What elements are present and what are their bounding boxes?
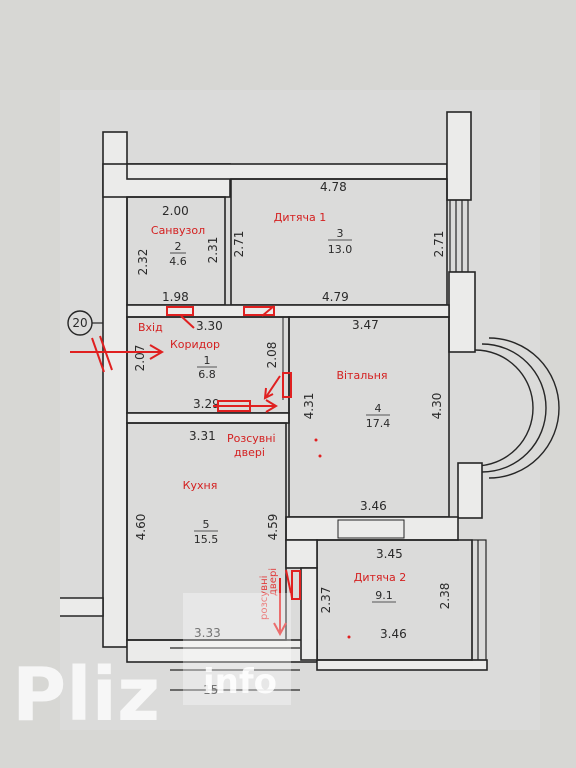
sliding-door-label-1b: двері (234, 446, 265, 459)
room-area-living: 17.4 (366, 417, 391, 430)
dimension: 3.33 (194, 626, 221, 640)
room-number-corridor: 1 (204, 354, 211, 367)
window-child1 (449, 199, 469, 273)
dimension: 3.31 (189, 429, 216, 443)
room-name-child2: Дитяча 2 (354, 571, 407, 584)
dimension: 3.47 (352, 318, 379, 332)
watermark-logo: Pliz info (12, 593, 291, 738)
annotations (70, 305, 301, 637)
dimension: 3.46 (380, 627, 407, 641)
dimension: 3.46 (360, 499, 387, 513)
room-name-bathroom: Санвузол (151, 224, 205, 237)
dimension: 3.30 (196, 319, 223, 333)
room-area-corridor: 6.8 (198, 368, 216, 381)
room-area-kitchen: 15.5 (194, 533, 219, 546)
dimension: 4.59 (266, 514, 280, 541)
room-number-bathroom: 2 (175, 240, 182, 253)
dimension: 2.00 (162, 204, 189, 218)
room-child1: Дитяча 1 3 13.0 (274, 211, 353, 256)
dimension: 1.98 (162, 290, 189, 304)
dimension: 2.71 (432, 231, 446, 258)
room-number-child1: 3 (337, 227, 344, 240)
room-number-living: 4 (375, 402, 382, 415)
room-name-corridor: Коридор (170, 338, 220, 351)
room-child2: Дитяча 2 9.1 (354, 571, 407, 603)
interior-walls (126, 178, 473, 661)
dimension: 2.32 (136, 249, 150, 276)
dimension: 2.71 (232, 231, 246, 258)
wall-stub (60, 597, 104, 617)
room-bathroom: Санвузол 2 4.6 (151, 224, 205, 268)
dimension: 4.60 (134, 514, 148, 541)
room-name-child1: Дитяча 1 (274, 211, 327, 224)
entrance-label: Вхід (138, 321, 163, 334)
room-area-child1: 13.0 (328, 243, 353, 256)
dimension: 4.31 (302, 393, 316, 420)
sliding-door-label-1: Розсувні (227, 432, 276, 445)
room-number-kitchen: 5 (203, 518, 210, 531)
dimension: 15 (203, 683, 218, 697)
svg-text:20: 20 (72, 316, 87, 330)
sliding-door-label-2b: двері (267, 568, 279, 596)
dimension: 4.78 (320, 180, 347, 194)
dimension: 4.30 (430, 393, 444, 420)
dimension: 2.07 (133, 345, 147, 372)
dimension: 2.31 (206, 237, 220, 264)
dimension: 2.08 (265, 342, 279, 369)
dimension: 2.38 (438, 583, 452, 610)
axis-marker: 20 (67, 310, 103, 336)
room-name-living: Вітальня (336, 369, 387, 382)
bay-window (474, 337, 560, 479)
watermark-info: info (203, 662, 277, 702)
watermark-main: Pliz (12, 652, 160, 738)
dimension: 4.79 (322, 290, 349, 304)
sliding-door-label-2: розсувні (258, 576, 270, 620)
room-area-bathroom: 4.6 (169, 255, 187, 268)
room-kitchen: Кухня 5 15.5 (183, 479, 219, 546)
dimension: 2.37 (319, 587, 333, 614)
dimension: 3.45 (376, 547, 403, 561)
room-area-child2: 9.1 (375, 589, 393, 602)
room-living: Вітальня 4 17.4 (336, 369, 390, 430)
room-name-kitchen: Кухня (183, 479, 218, 492)
room-corridor: Коридор 1 6.8 (170, 338, 220, 381)
dimension: 3.29 (193, 397, 220, 411)
dimension-labels: 2.00 4.78 2.32 2.31 2.71 2.71 1.98 4.79 … (133, 180, 452, 697)
